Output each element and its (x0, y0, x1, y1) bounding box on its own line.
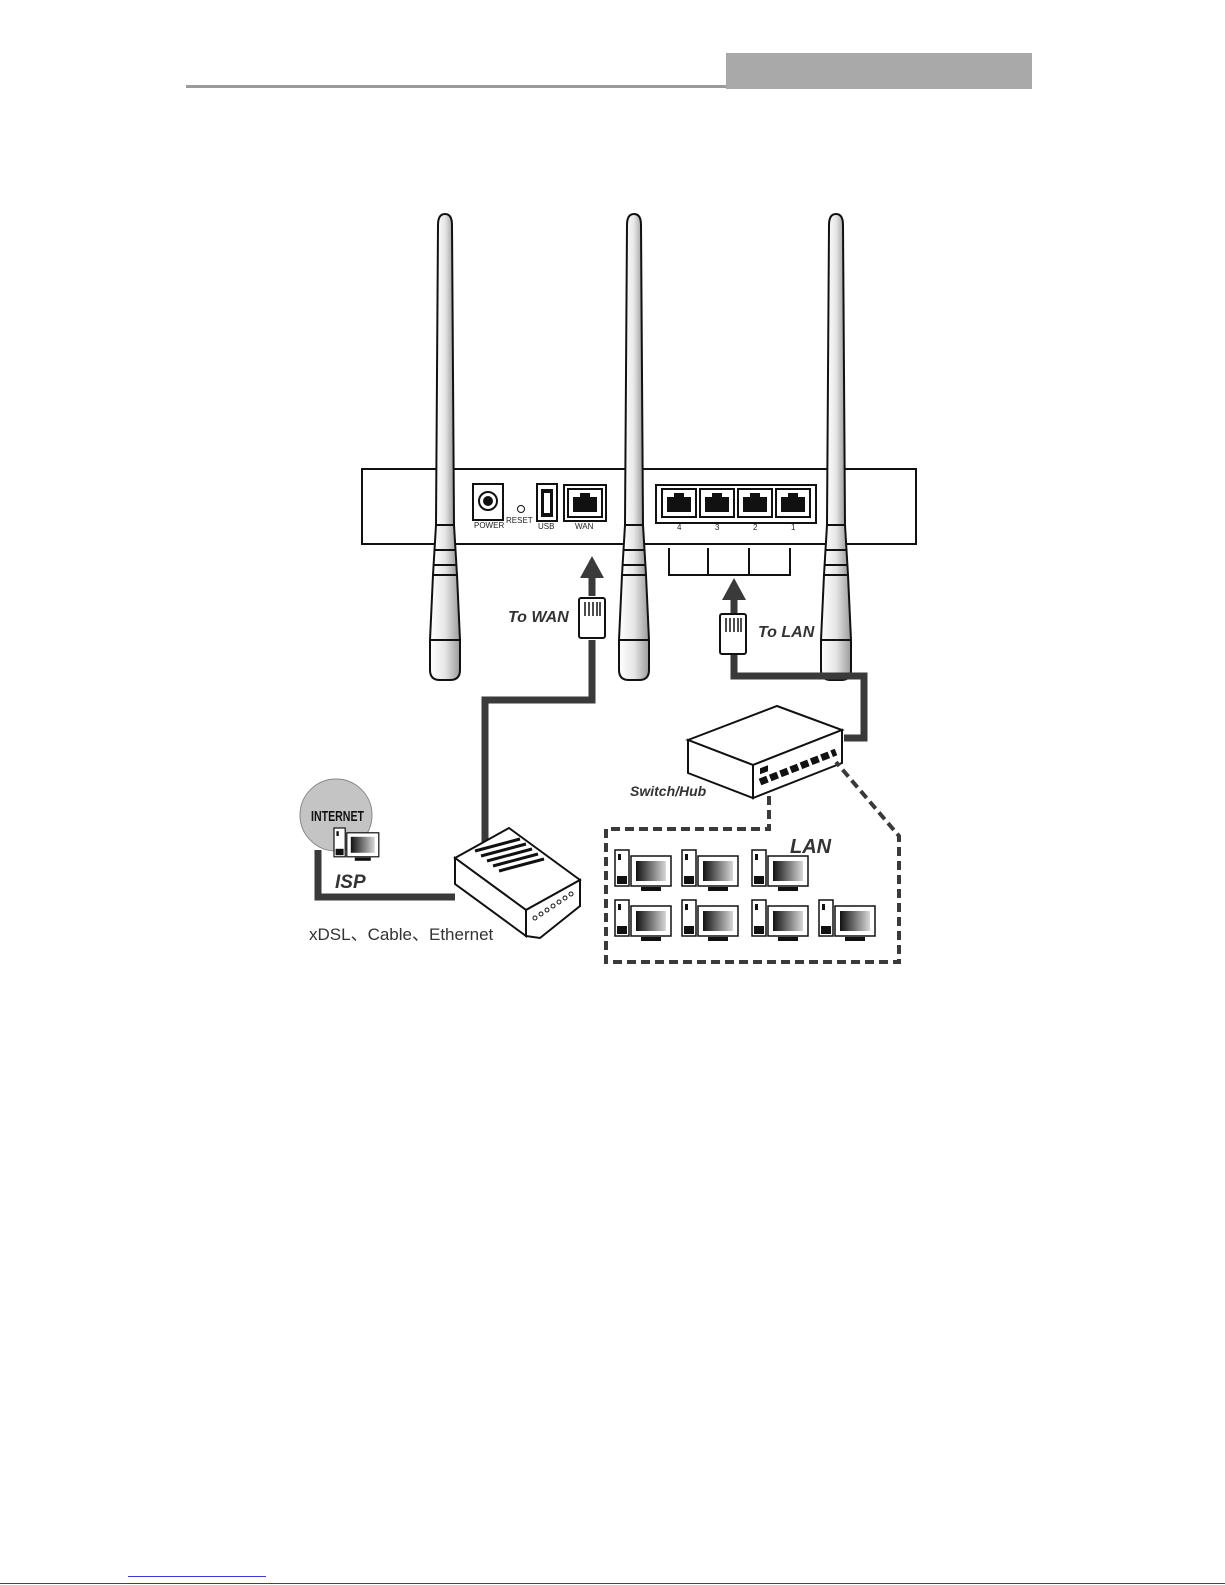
wan-label: WAN (575, 522, 594, 531)
internet-label: INTERNET (311, 808, 364, 825)
lan-port-1[interactable] (776, 489, 810, 517)
power-label: POWER (474, 521, 504, 530)
to-lan-label: To LAN (758, 624, 815, 641)
modem-types-label: xDSL、Cable、Ethernet (309, 925, 494, 944)
switch-hub-label: Switch/Hub (630, 783, 707, 799)
lan-port-3[interactable] (700, 489, 734, 517)
lan-port-number: 2 (753, 523, 758, 532)
wan-cable (485, 556, 605, 843)
lan-port-2[interactable] (738, 489, 772, 517)
lan-port-number: 4 (677, 523, 682, 532)
pc-icon (682, 850, 738, 891)
lan-label: LAN (790, 836, 832, 858)
reset-button[interactable] (518, 506, 525, 513)
lan-ports (656, 485, 816, 523)
switch-hub-icon (688, 706, 842, 798)
pc-icon (752, 900, 808, 941)
usb-port[interactable] (537, 484, 557, 521)
power-port (473, 484, 503, 520)
antenna-right (821, 214, 851, 680)
lan-port-4[interactable] (662, 489, 696, 517)
reset-label: RESET (506, 516, 533, 525)
isp-label: ISP (335, 872, 366, 893)
wan-port[interactable] (564, 485, 606, 521)
pc-icon (819, 900, 875, 941)
pc-icon (615, 900, 671, 941)
modem-icon (455, 828, 580, 938)
pc-icon (682, 900, 738, 941)
footer-rule (0, 1583, 1225, 1584)
usb-label: USB (538, 522, 554, 531)
isp-computer-icon (334, 828, 379, 861)
pc-icon (615, 850, 671, 891)
footer-link-underline (128, 1576, 266, 1577)
lan-computers (615, 850, 875, 941)
pc-icon (752, 850, 808, 891)
antenna-left (430, 214, 460, 680)
to-wan-label: To WAN (508, 609, 569, 626)
lan-bracket (669, 548, 790, 575)
lan-port-number: 3 (715, 523, 720, 532)
antenna-center (619, 214, 649, 680)
lan-port-number: 1 (791, 523, 796, 532)
